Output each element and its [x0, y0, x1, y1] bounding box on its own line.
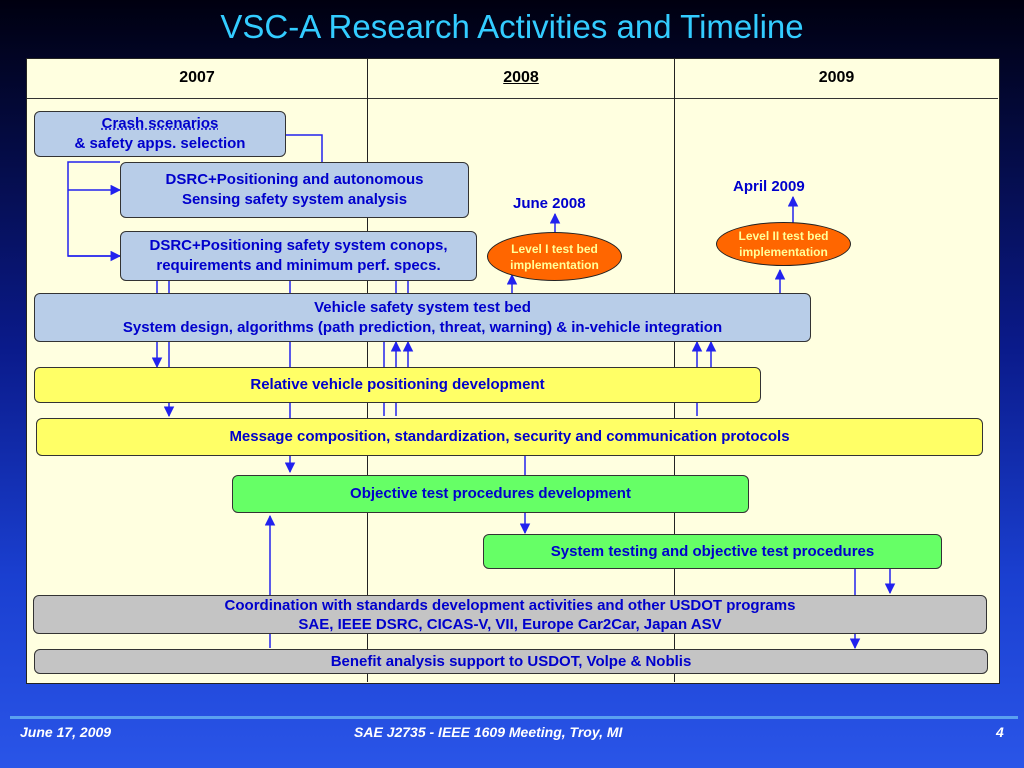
year-2009: 2009	[675, 58, 998, 99]
dsrc-conops-line2: requirements and minimum perf. specs.	[156, 257, 441, 274]
crash-scenarios-box: Crash scenarios & safety apps. selection	[34, 111, 286, 157]
coordination-line2: SAE, IEEE DSRC, CICAS-V, VII, Europe Car…	[298, 615, 722, 633]
relative-positioning-box: Relative vehicle positioning development	[34, 367, 761, 403]
milestone-1-date: June 2008	[513, 195, 586, 212]
milestone-2-line2: implementation	[739, 245, 828, 259]
dsrc-autonomous-line2: Sensing safety system analysis	[181, 191, 408, 208]
milestone-2-oval: Level II test bed implementation	[716, 222, 851, 266]
milestone-1-line1: Level I test bed	[511, 241, 598, 256]
dsrc-conops-line1: DSRC+Positioning safety system conops,	[149, 237, 448, 254]
crash-scenarios-line2: & safety apps. selection	[74, 135, 246, 152]
milestone-1-line2: implementation	[510, 257, 599, 272]
footer-date: June 17, 2009	[20, 724, 112, 740]
benefit-analysis-label: Benefit analysis support to USDOT, Volpe…	[330, 652, 692, 670]
relative-positioning-label: Relative vehicle positioning development	[250, 376, 545, 393]
footer-meeting: SAE J2735 - IEEE 1609 Meeting, Troy, MI	[354, 724, 623, 740]
footer-page-number: 4	[996, 724, 1004, 740]
milestone-1-oval: Level I test bed implementation	[487, 232, 622, 281]
milestone-2-line1: Level II test bed	[738, 229, 829, 243]
message-composition-box: Message composition, standardization, se…	[36, 418, 983, 456]
dsrc-autonomous-box: DSRC+Positioning and autonomous Sensing …	[120, 162, 469, 218]
slide-title: VSC-A Research Activities and Timeline	[220, 8, 804, 45]
benefit-analysis-box: Benefit analysis support to USDOT, Volpe…	[34, 649, 988, 674]
message-composition-label: Message composition, standardization, se…	[229, 428, 790, 445]
test-bed-line2: System design, algorithms (path predicti…	[122, 318, 723, 336]
year-2008: 2008	[368, 58, 674, 99]
objective-test-box: Objective test procedures development	[232, 475, 749, 513]
coordination-line1: Coordination with standards development …	[224, 596, 796, 614]
test-bed-box: Vehicle safety system test bed System de…	[34, 293, 811, 342]
dsrc-autonomous-line1: DSRC+Positioning and autonomous	[165, 171, 424, 188]
coordination-box: Coordination with standards development …	[33, 595, 987, 634]
system-testing-label: System testing and objective test proced…	[550, 542, 875, 560]
crash-scenarios-line1: Crash scenarios	[101, 115, 219, 132]
milestone-2-date: April 2009	[733, 178, 805, 195]
dsrc-conops-box: DSRC+Positioning safety system conops, r…	[120, 231, 477, 281]
objective-test-label: Objective test procedures development	[350, 485, 631, 502]
footer-divider	[10, 716, 1018, 719]
year-2007: 2007	[27, 58, 367, 99]
test-bed-line1: Vehicle safety system test bed	[314, 298, 531, 316]
system-testing-box: System testing and objective test proced…	[483, 534, 942, 569]
